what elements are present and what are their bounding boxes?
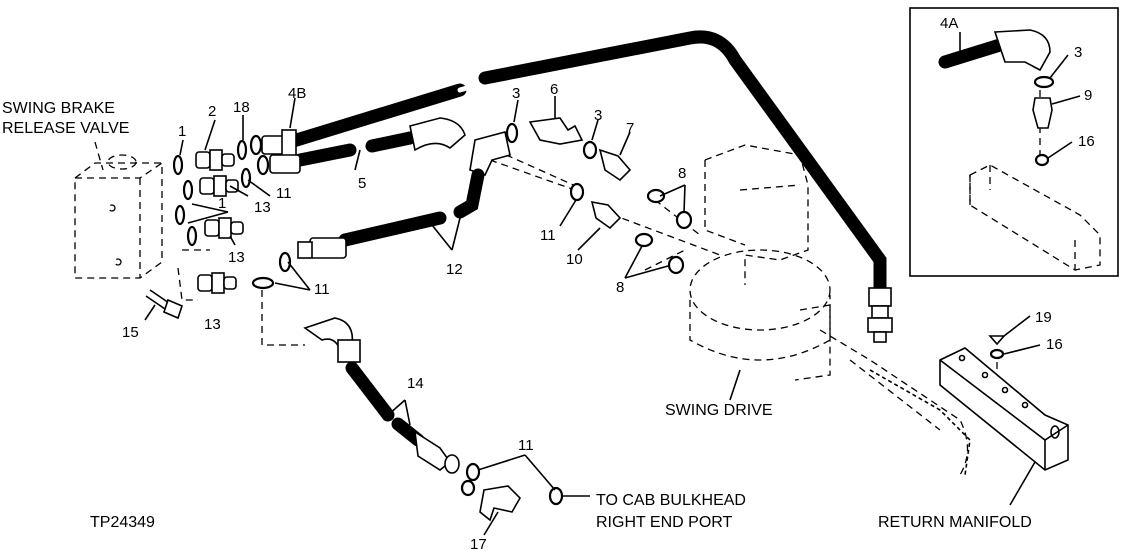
hose-12 (297, 122, 519, 259)
callout: 3 (1074, 44, 1082, 61)
callout: 15 (122, 324, 139, 341)
swing-drive (689, 144, 969, 476)
figure-id: TP24349 (90, 514, 155, 531)
callout: 2 (208, 103, 216, 120)
callout: 13 (204, 316, 221, 333)
callout: 11 (518, 437, 534, 454)
callout: 5 (358, 175, 366, 192)
label-right-end-port: RIGHT END PORT (596, 514, 733, 531)
callout: 17 (470, 536, 487, 550)
callout: 11 (540, 227, 556, 244)
fitting-17 (460, 462, 590, 522)
callout: 4A (940, 15, 958, 32)
bolt-15 (145, 289, 183, 320)
fittings-13 (195, 149, 244, 294)
callout: 10 (566, 251, 583, 268)
callout: 18 (233, 99, 250, 116)
callout: 4B (288, 85, 306, 102)
callout: 8 (616, 279, 624, 296)
callout: 13 (254, 199, 271, 216)
inset-box (909, 7, 1119, 277)
callout: 3 (512, 85, 520, 102)
callout: 12 (446, 261, 463, 278)
hose-5 (256, 117, 466, 176)
label-swing-drive: SWING DRIVE (665, 402, 773, 419)
callout: 8 (678, 165, 686, 182)
hose-4b (249, 30, 893, 343)
callout: 3 (594, 107, 602, 124)
callout: 7 (626, 120, 634, 137)
callout: 13 (228, 249, 245, 266)
o-rings-18 (236, 139, 292, 290)
text-labels: SWING BRAKE RELEASE VALVE SWING DRIVE RE… (2, 100, 1032, 531)
label-release-valve: RELEASE VALVE (2, 120, 129, 137)
o-rings-8 (634, 188, 693, 275)
callout-leaders (144, 32, 1081, 536)
callout: 11 (276, 185, 292, 202)
callout: 1 (178, 123, 186, 140)
drain-hose (869, 369, 971, 476)
callout: 19 (1035, 309, 1052, 326)
tee-fitting-6 (528, 117, 632, 182)
fitting-10 (569, 182, 622, 230)
callout: 11 (314, 281, 330, 298)
label-return-manifold: RETURN MANIFOLD (878, 514, 1032, 531)
callout: 16 (1046, 336, 1063, 353)
label-cab-bulkhead: TO CAB BULKHEAD (596, 492, 746, 509)
callout-numbers: 1 2 18 4B 3 6 3 7 5 13 11 1 13 13 11 15 … (122, 15, 1095, 550)
hose-14 (303, 317, 460, 474)
callout: 6 (550, 81, 558, 98)
callout: 16 (1078, 133, 1095, 150)
callout: 1 (218, 195, 226, 212)
return-manifold (939, 335, 1069, 471)
o-rings-1 (172, 154, 198, 247)
label-swing-brake: SWING BRAKE (2, 100, 115, 117)
callout: 14 (407, 375, 424, 392)
swing-brake-release-valve (74, 141, 163, 279)
callout: 9 (1084, 87, 1092, 104)
